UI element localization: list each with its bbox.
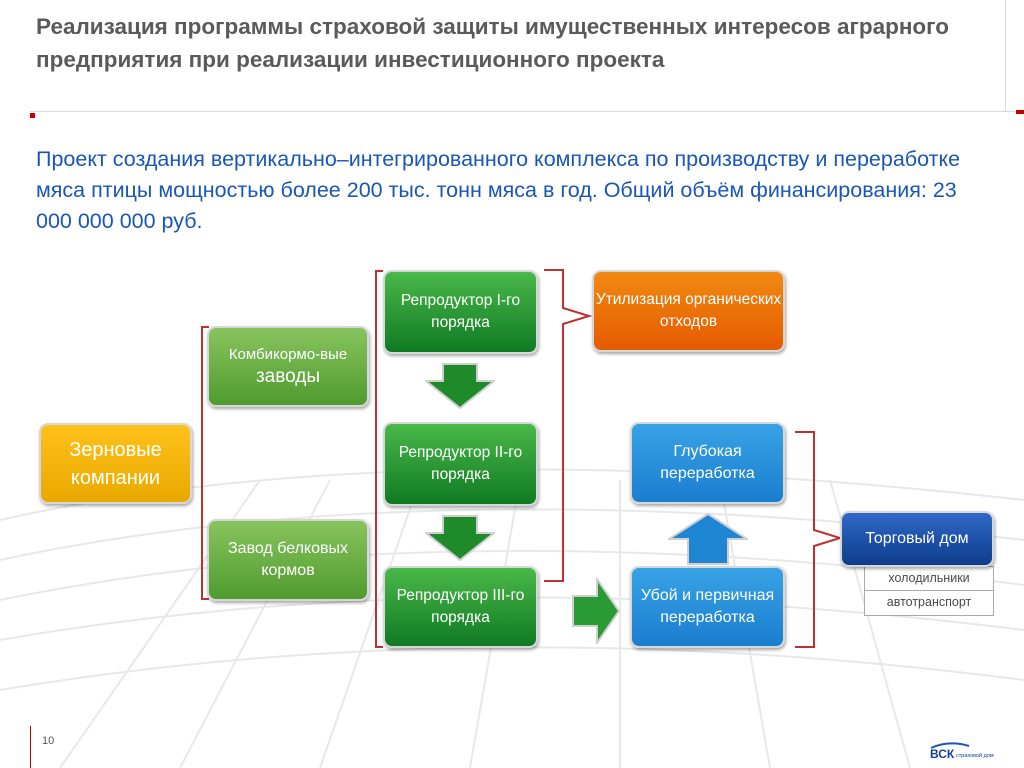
waste-utilization-box: Утилизация органических отходов bbox=[592, 270, 785, 352]
reproducer-3-label: Репродуктор III-го порядка bbox=[396, 587, 525, 626]
protein-plant-box: Завод белковых кормов bbox=[207, 519, 369, 601]
reproducer-1-box: Репродуктор I-го порядка bbox=[383, 270, 538, 354]
refrigerators-label-box: холодильники bbox=[864, 566, 994, 591]
slaughter-box: Убой и первичная переработка bbox=[630, 566, 785, 648]
reproducer-1-label: Репродуктор I-го порядка bbox=[400, 292, 521, 331]
footer-divider bbox=[30, 726, 31, 768]
reproducer-2-label: Репродуктор II-го порядка bbox=[398, 444, 523, 483]
logo-subtext: страховой дом bbox=[956, 752, 994, 759]
intro-text: Проект создания вертикально–интегрирован… bbox=[36, 147, 961, 233]
waste-utilization-label: Утилизация органических отходов bbox=[595, 291, 782, 330]
right-arrow-icon bbox=[572, 578, 620, 644]
page-title: Реализация программы страховой защиты им… bbox=[36, 14, 949, 72]
bracket-reproducers-right bbox=[544, 269, 593, 582]
reproducer-2-box: Репродуктор II-го порядка bbox=[383, 422, 538, 506]
logo-mark-icon: ВСК страховой дом bbox=[930, 742, 994, 761]
down-arrow-icon bbox=[425, 515, 495, 561]
bracket-left-reproducers bbox=[375, 270, 383, 648]
protein-plant-label: Завод белковых кормов bbox=[228, 540, 348, 579]
transport-label: автотранспорт bbox=[886, 595, 972, 609]
slaughter-label: Убой и первичная переработка bbox=[640, 587, 775, 626]
reproducer-3-box: Репродуктор III-го порядка bbox=[383, 566, 538, 648]
bracket-processing-right bbox=[795, 431, 844, 648]
page-number: 10 bbox=[42, 735, 55, 747]
feed-mills-label-start: Комбикормо-вые bbox=[228, 346, 348, 363]
transport-label-box: автотранспорт bbox=[864, 590, 994, 616]
grain-companies-label: Зерновые компании bbox=[69, 438, 162, 489]
logo-text: ВСК bbox=[930, 747, 955, 761]
grain-companies-box: Зерновые компании bbox=[39, 423, 192, 504]
feed-mills-box: Комбикормо-вые заводы bbox=[207, 326, 369, 407]
up-arrow-icon bbox=[668, 513, 748, 565]
deep-processing-box: Глубокая переработка bbox=[630, 422, 785, 504]
title-vertical-divider bbox=[1005, 0, 1006, 112]
bracket-left-suppliers bbox=[201, 326, 209, 600]
company-logo: ВСК страховой дом bbox=[929, 738, 999, 762]
feed-mills-label-end: заводы bbox=[255, 366, 321, 387]
corner-accent-mark bbox=[1016, 110, 1024, 114]
title-divider bbox=[30, 111, 1024, 112]
trading-house-box: Торговый дом bbox=[840, 511, 994, 567]
trading-house-label: Торговый дом bbox=[865, 530, 969, 547]
deep-processing-label: Глубокая переработка bbox=[660, 443, 755, 482]
down-arrow-icon bbox=[425, 363, 495, 409]
refrigerators-label: холодильники bbox=[888, 571, 970, 585]
title-accent-mark bbox=[30, 113, 35, 118]
